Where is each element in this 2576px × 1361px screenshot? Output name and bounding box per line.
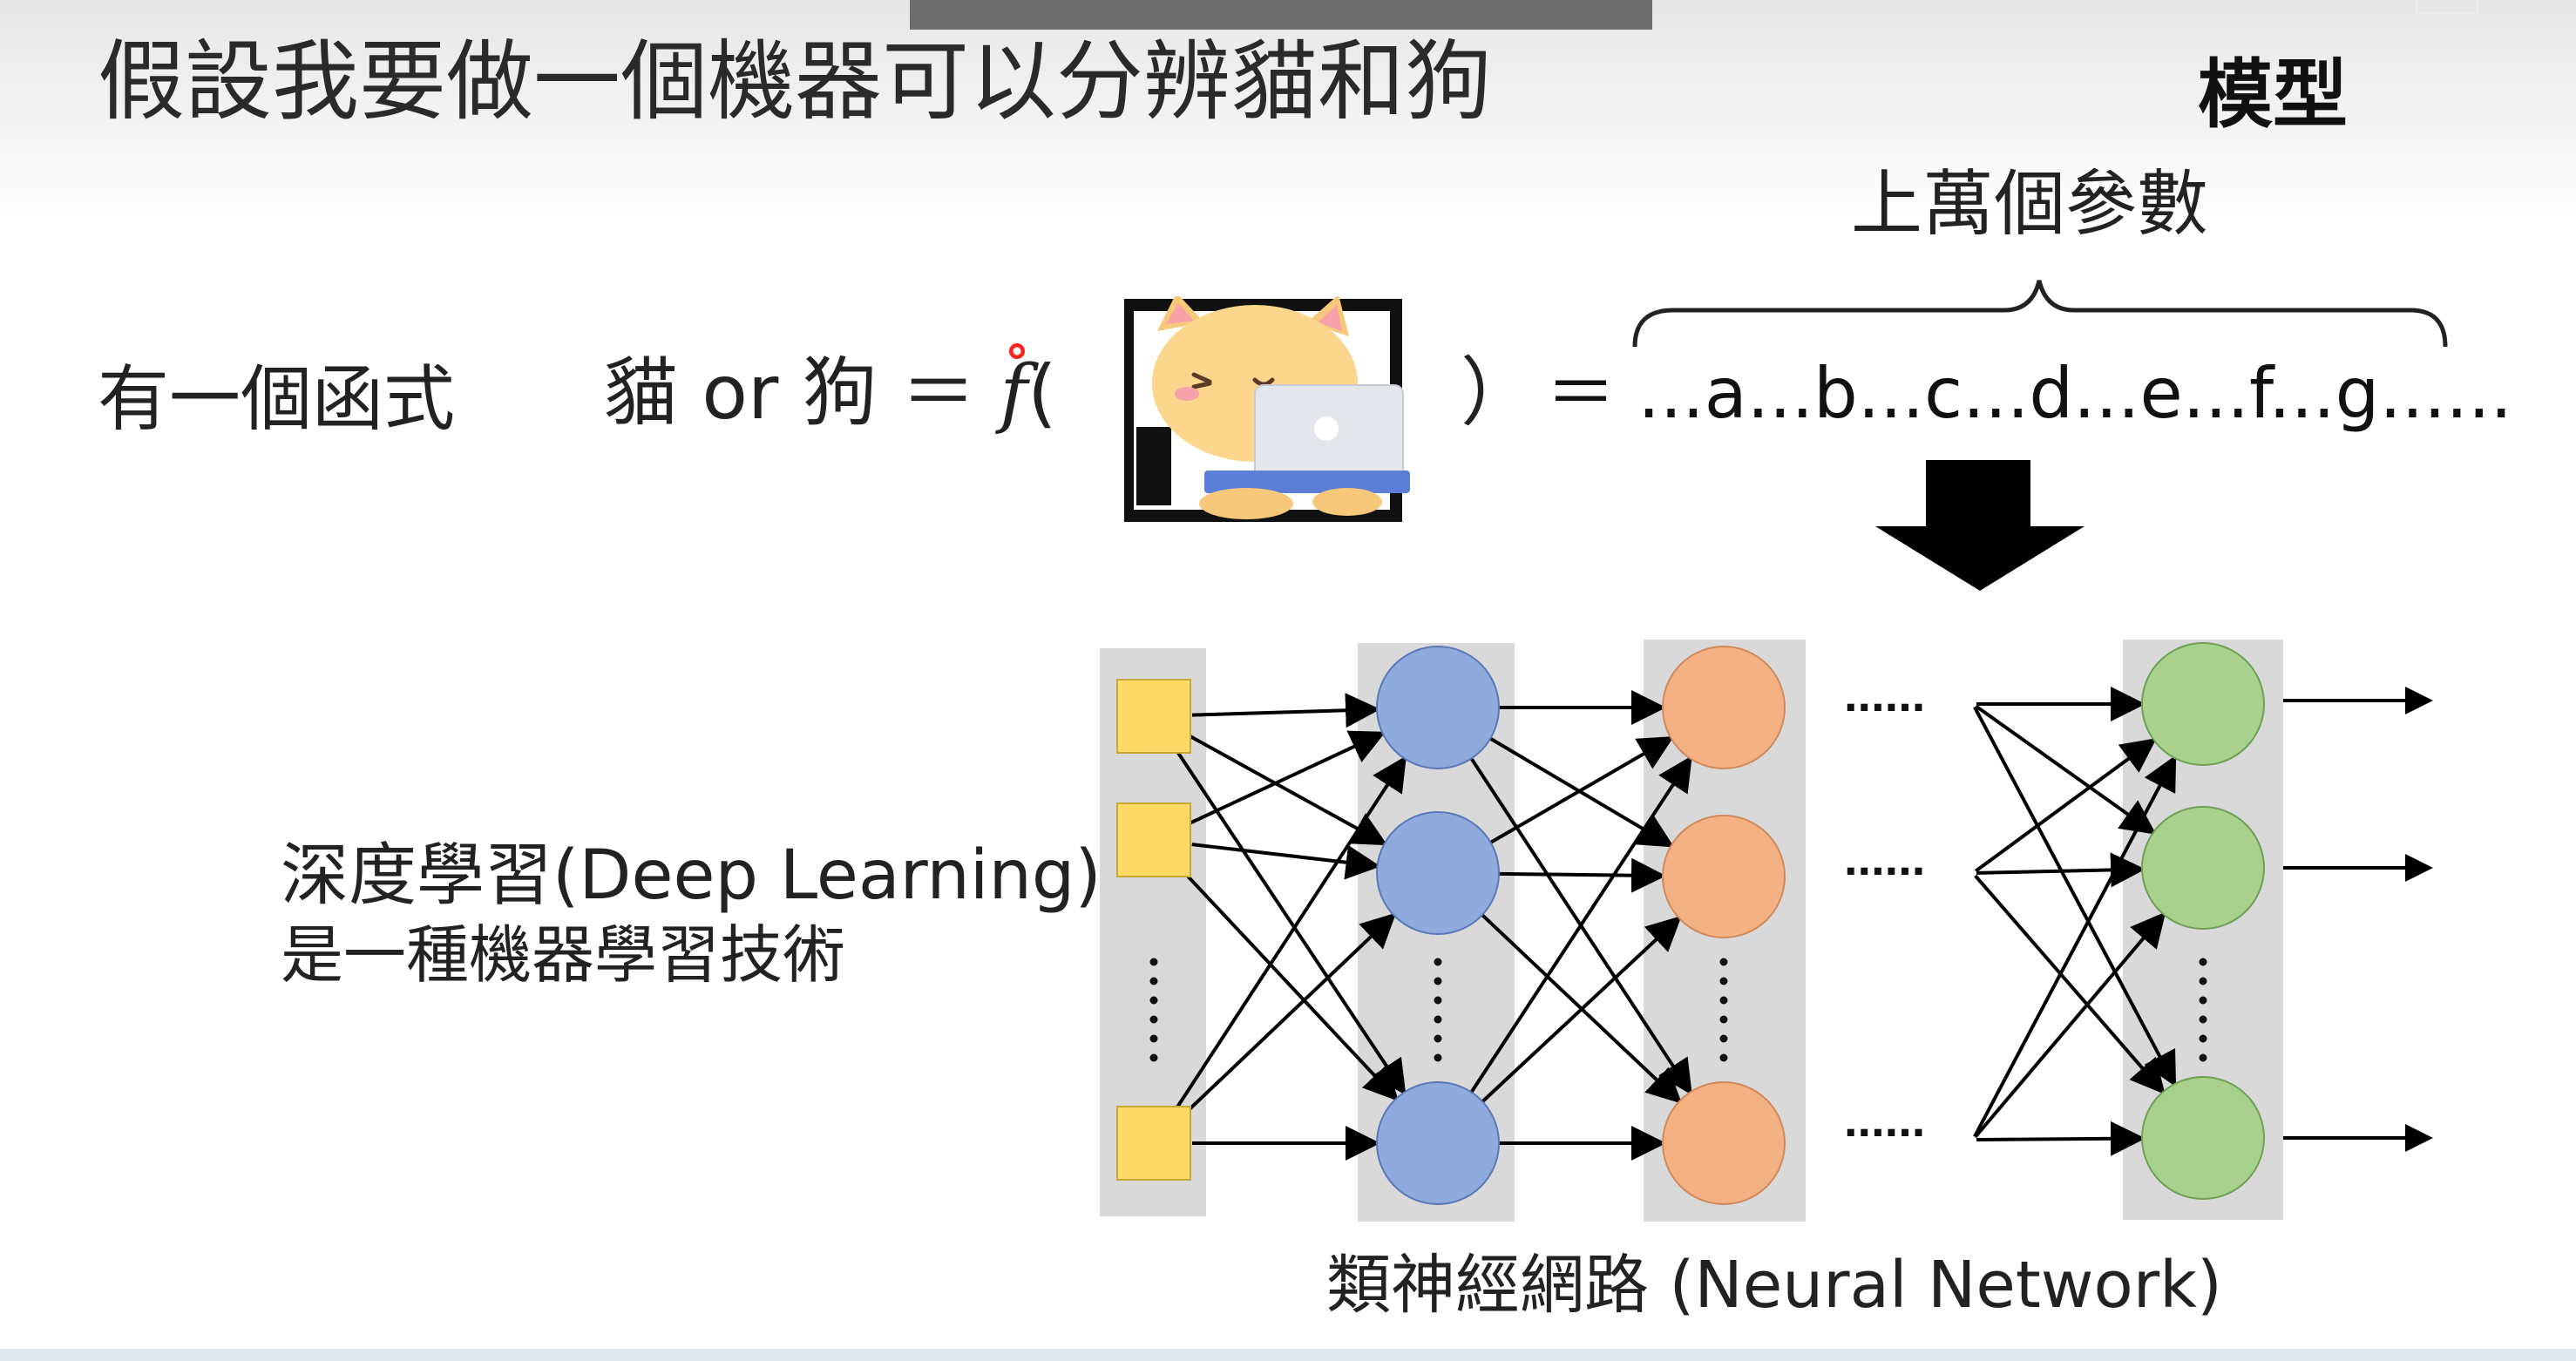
vertical-ellipsis-dot: [1719, 1053, 1728, 1062]
curly-brace-icon: [1632, 280, 2448, 348]
hidden-to-hidden-edge: [1489, 736, 1674, 844]
vertical-ellipsis-dot: [1434, 996, 1442, 1005]
vertical-ellipsis-dot: [2199, 1015, 2207, 1024]
hidden-node-1: [1376, 646, 1500, 769]
input-to-hidden-edge: [1191, 693, 1381, 728]
vertical-ellipsis-dot: [1434, 958, 1442, 966]
vertical-ellipsis-dot: [1149, 1034, 1158, 1043]
vertical-ellipsis-dot: [1149, 1015, 1158, 1024]
params-label: 上萬個參數: [1851, 163, 2209, 246]
output-node: [2141, 642, 2265, 766]
input-node: [1116, 1106, 1191, 1181]
vertical-ellipsis-dot: [2199, 1034, 2207, 1043]
to-output-edge: [1973, 755, 2177, 1138]
vertical-ellipsis-dot: [2199, 1053, 2207, 1062]
model-label: 模型: [2198, 51, 2348, 139]
equation-lhs: 貓 or 狗 ＝ f(: [603, 355, 1057, 430]
vertical-ellipsis-dot: [1719, 1034, 1728, 1043]
deep-learning-text-line2: 是一種機器學習技術: [281, 918, 846, 992]
input-node: [1116, 679, 1191, 754]
hidden-node-1: [1376, 1081, 1500, 1205]
input-to-hidden-edge: [1191, 843, 1381, 880]
vertical-ellipsis-dot: [1149, 1053, 1158, 1062]
vertical-ellipsis-dot: [1149, 958, 1158, 966]
to-output-edge: [1974, 911, 2166, 1139]
to-output-edge: [1975, 738, 2157, 873]
layer-ellipsis: ......: [1844, 830, 1925, 885]
vertical-ellipsis-dot: [2199, 958, 2207, 966]
output-node: [2141, 806, 2265, 930]
toolbar-button[interactable]: [2416, 0, 2478, 14]
vertical-ellipsis-dot: [1719, 977, 1728, 985]
vertical-ellipsis-dot: [1434, 977, 1442, 985]
down-arrow-icon: [1875, 460, 2085, 591]
vertical-ellipsis-dot: [1434, 1015, 1442, 1024]
input-node: [1116, 802, 1191, 877]
input-to-hidden-edge: [1186, 733, 1388, 846]
to-output-edge: [1973, 706, 2177, 1087]
hidden-to-hidden-edge: [1469, 755, 1692, 1094]
to-output-edge: [1976, 1121, 2146, 1156]
vertical-ellipsis-dot: [1149, 996, 1158, 1005]
deep-learning-text-line1: 深度學習(Deep Learning): [281, 836, 1102, 915]
vertical-ellipsis-dot: [1434, 1053, 1442, 1062]
function-label: 有一個函式: [98, 358, 456, 441]
input-to-hidden-edge: [1180, 912, 1397, 1119]
hidden-node-2: [1662, 815, 1786, 938]
hidden-to-hidden-edge: [1481, 916, 1682, 1103]
hidden-node-1: [1376, 811, 1500, 935]
hidden-node-2: [1662, 1081, 1786, 1205]
output-node: [2141, 1076, 2265, 1200]
equation-lhs-text: 貓 or 狗 ＝: [603, 349, 976, 437]
hidden-to-hidden-edge: [1498, 857, 1667, 893]
input-to-hidden-edge: [1173, 755, 1407, 1113]
vertical-ellipsis-dot: [1719, 958, 1728, 966]
open-paren: (: [1027, 349, 1057, 437]
parameters-expression: ＝ ...a...b...c...d...e...f...g......: [1546, 353, 2512, 434]
slide-title: 假設我要做一個機器可以分辨貓和狗: [98, 30, 1492, 132]
layer-ellipsis: ......: [1844, 667, 1925, 721]
to-output-edge: [1975, 704, 2157, 835]
vertical-ellipsis-dot: [1434, 1034, 1442, 1043]
vertical-ellipsis-dot: [1719, 1015, 1728, 1024]
laser-pointer-icon: [1009, 343, 1025, 359]
bottom-strip: [0, 1349, 2576, 1361]
layer-ellipsis: ......: [1844, 1092, 1925, 1147]
neural-network-caption: 類神經網路 (Neural Network): [1326, 1248, 2222, 1323]
vertical-ellipsis-dot: [1719, 996, 1728, 1005]
presentation-toolbar[interactable]: [910, 0, 2478, 30]
input-to-hidden-edge: [1178, 866, 1399, 1101]
hidden-node-2: [1662, 646, 1786, 769]
vertical-ellipsis-dot: [1149, 977, 1158, 985]
vertical-ellipsis-dot: [2199, 977, 2207, 985]
input-to-hidden-edge: [1188, 730, 1386, 826]
vertical-ellipsis-dot: [2199, 996, 2207, 1005]
function-symbol: f: [1000, 349, 1028, 437]
close-paren: ）: [1461, 349, 1535, 437]
cat-with-laptop-icon: [1124, 296, 1410, 522]
to-output-edge: [1974, 874, 2166, 1095]
input-to-hidden-edge: [1173, 747, 1407, 1096]
